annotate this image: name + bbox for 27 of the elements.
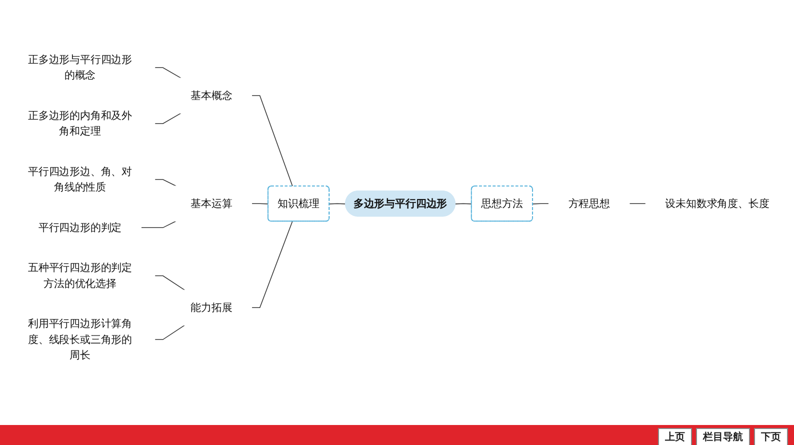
connector bbox=[251, 221, 293, 308]
connector bbox=[329, 203, 346, 204]
node-text: 能力拓展 bbox=[190, 301, 232, 314]
node-text: 基本运算 bbox=[190, 197, 232, 210]
node-text: 平行四边形的判定 bbox=[38, 221, 122, 234]
node-text: 正多边形与平行四边形的概念 bbox=[28, 53, 132, 82]
node-text: 正多边形的内角和及外角和定理 bbox=[28, 109, 132, 138]
node-text: 五种平行四边形的判定方法的优化选择 bbox=[28, 261, 132, 290]
node-text: 利用平行四边形计算角度、线段长或三角形的周长 bbox=[28, 317, 132, 361]
nav-button: 下页 bbox=[754, 428, 788, 445]
connector bbox=[140, 220, 176, 228]
connector bbox=[154, 275, 186, 290]
connector bbox=[532, 203, 550, 204]
connector bbox=[154, 179, 176, 186]
connector bbox=[154, 67, 182, 78]
connector bbox=[154, 112, 182, 124]
connector bbox=[251, 203, 269, 204]
connector bbox=[455, 203, 472, 204]
node-text: 平行四边形边、角、对角线的性质 bbox=[28, 165, 132, 194]
connector bbox=[154, 324, 186, 340]
nav-button: 栏目导航 bbox=[696, 428, 750, 445]
node-text: 方程思想 bbox=[568, 197, 610, 210]
node-text: 基本概念 bbox=[190, 89, 232, 102]
node-text: 设未知数求角度、长度 bbox=[665, 197, 770, 210]
connector bbox=[251, 95, 293, 187]
connector bbox=[629, 203, 646, 204]
nav-button: 上页 bbox=[658, 428, 692, 445]
